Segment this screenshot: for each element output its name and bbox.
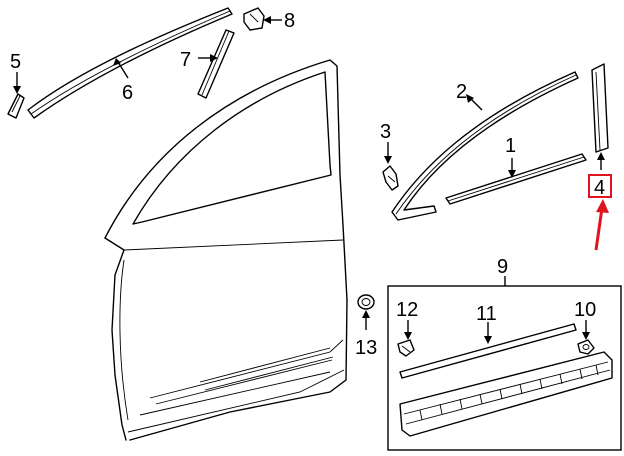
callout-2: 2	[456, 81, 467, 103]
arrowhead-2	[466, 94, 474, 103]
callout-11: 11	[476, 303, 497, 325]
arrowhead-8	[263, 16, 271, 24]
part-13-grommet	[357, 294, 375, 310]
callout-9: 9	[497, 256, 508, 278]
leader-2	[469, 97, 483, 111]
highlight-arrow-shaft	[594, 207, 604, 251]
arrowhead-10	[582, 332, 590, 340]
part-11-rocker-strip	[399, 323, 577, 379]
callout-12: 12	[396, 299, 418, 321]
arrowhead-4	[597, 152, 605, 160]
part-6-roof-moulding	[27, 7, 233, 119]
part-8-bracket	[243, 7, 265, 31]
arrowhead-5	[13, 86, 21, 94]
rocker-panel-moulding	[399, 351, 613, 437]
part-12-clip	[397, 339, 415, 357]
part-1-belt-moulding	[445, 153, 587, 205]
arrowhead-12	[404, 332, 412, 340]
callout-7: 7	[180, 49, 191, 71]
highlight-box	[588, 174, 612, 198]
highlight-arrowhead	[596, 199, 609, 213]
part-2-frame-moulding	[391, 71, 579, 221]
callout-13: 13	[355, 337, 377, 359]
part-4-rear-garnish	[591, 63, 609, 153]
part-10-clip	[577, 339, 595, 355]
callout-4: 4	[594, 177, 605, 199]
callout-6: 6	[122, 82, 133, 104]
callout-1: 1	[505, 135, 516, 157]
part-7-pillar-garnish	[197, 29, 235, 99]
arrowhead-1	[508, 170, 516, 178]
part-3-clip	[382, 165, 399, 191]
arrowhead-13	[362, 310, 370, 318]
arrowhead-6	[113, 58, 121, 66]
leader-6	[117, 61, 129, 79]
callout-5: 5	[10, 51, 21, 73]
callout-3: 3	[380, 121, 391, 143]
arrowhead-3	[384, 156, 392, 164]
callout-10: 10	[574, 299, 596, 321]
arrowhead-7	[210, 54, 218, 62]
callout-8: 8	[284, 10, 295, 32]
part-5-end-cap	[7, 93, 25, 119]
front-door-shell	[104, 59, 348, 441]
arrowhead-11	[484, 336, 492, 344]
